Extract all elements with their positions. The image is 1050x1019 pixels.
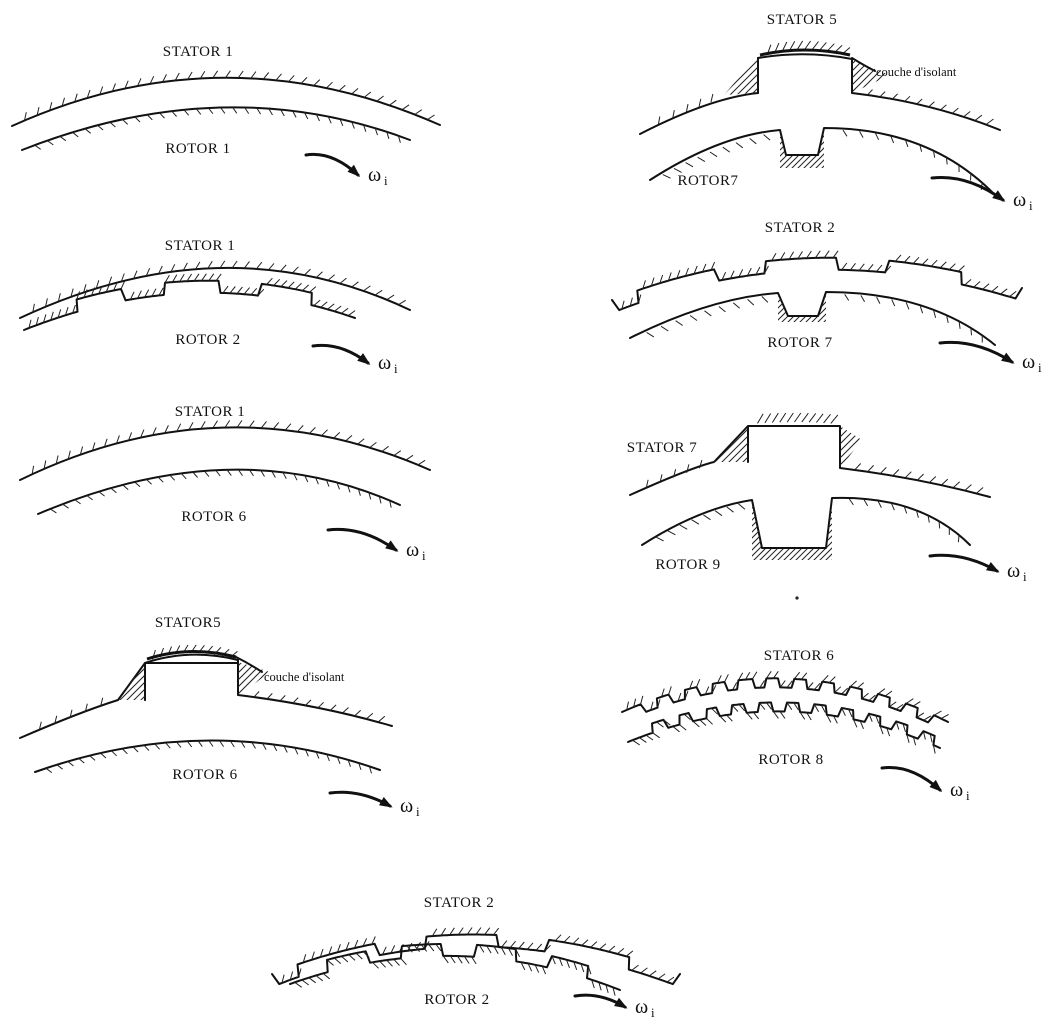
omega-subscript: i (1023, 569, 1027, 584)
rotor-toothed-arc (627, 701, 941, 754)
omega-symbol: ω (1007, 560, 1020, 582)
arrowhead-icon (357, 353, 371, 365)
stator-label: STATOR 5 (767, 12, 837, 28)
rotor-label: ROTOR 7 (767, 335, 832, 351)
omega-subscript: i (1029, 198, 1033, 213)
rotor-arc (37, 468, 401, 515)
stator-label: STATOR5 (155, 615, 221, 631)
rotor-arc (21, 106, 411, 151)
stator-toothed-arc (611, 250, 1023, 312)
omega-subscript: i (422, 548, 426, 563)
stator-label: STATOR 1 (175, 404, 245, 420)
stator-label: STATOR 6 (764, 648, 834, 664)
rotor-slotted-arc (629, 291, 996, 346)
omega-subscript: i (966, 788, 970, 803)
stator-toothed-arc (271, 927, 681, 986)
stator-pole (19, 644, 393, 739)
omega-symbol: ω (406, 539, 419, 561)
omega-symbol: ω (950, 779, 963, 801)
stator-arc (11, 70, 441, 127)
arrowhead-icon (385, 540, 399, 552)
omega-symbol: ω (400, 795, 413, 817)
rotor-label: ROTOR 6 (181, 509, 246, 525)
omega-subscript: i (384, 173, 388, 188)
omega-subscript: i (416, 804, 420, 819)
omega-subscript: i (651, 1005, 655, 1019)
rotor-label: ROTOR 2 (175, 332, 240, 348)
stator-arc (19, 420, 431, 481)
rotor-label: ROTOR 2 (424, 992, 489, 1008)
omega-symbol: ω (368, 164, 381, 186)
omega-symbol: ω (635, 996, 648, 1018)
arrowhead-icon (1001, 352, 1015, 364)
rotor-toothed-arc (23, 273, 356, 331)
stator-label: STATOR 1 (165, 238, 235, 254)
rotor-label: ROTOR 8 (758, 752, 823, 768)
rotor-label: ROTOR 6 (172, 767, 237, 783)
omega-subscript: i (394, 361, 398, 376)
rotor-arc (34, 739, 381, 774)
stator-label: STATOR 7 (627, 440, 697, 456)
arrowhead-icon (379, 796, 393, 808)
omega-symbol: ω (1022, 351, 1035, 373)
omega-symbol: ω (1013, 189, 1026, 211)
arrowhead-icon (347, 164, 361, 178)
rotor-slotted-arc (649, 127, 996, 196)
insulation-label: couche d'isolant (264, 670, 345, 684)
arrowhead-icon (929, 779, 943, 793)
rotor-label: ROTOR 9 (655, 557, 720, 573)
arrowhead-icon (992, 190, 1006, 202)
stator-label: STATOR 2 (765, 220, 835, 236)
omega-subscript: i (1038, 360, 1042, 375)
insulation-layer (146, 650, 237, 661)
insulation-layer (759, 48, 851, 57)
stray-dot (795, 596, 799, 600)
arrowhead-icon (986, 561, 1000, 573)
stator-arc (19, 260, 411, 319)
insulation-label: couche d'isolant (876, 65, 957, 79)
rotor-label: ROTOR 1 (165, 141, 230, 157)
stator-label: STATOR 1 (163, 44, 233, 60)
rotor-label: ROTOR7 (677, 173, 738, 189)
rotor-slotted-arc (641, 496, 971, 560)
stator-pole (629, 412, 991, 498)
omega-symbol: ω (378, 352, 391, 374)
stator-label: STATOR 2 (424, 895, 494, 911)
arrowhead-icon (614, 997, 628, 1009)
stator-toothed-arc (621, 671, 949, 724)
stator-pole (639, 40, 1001, 135)
rotor-toothed-arc (289, 943, 621, 996)
